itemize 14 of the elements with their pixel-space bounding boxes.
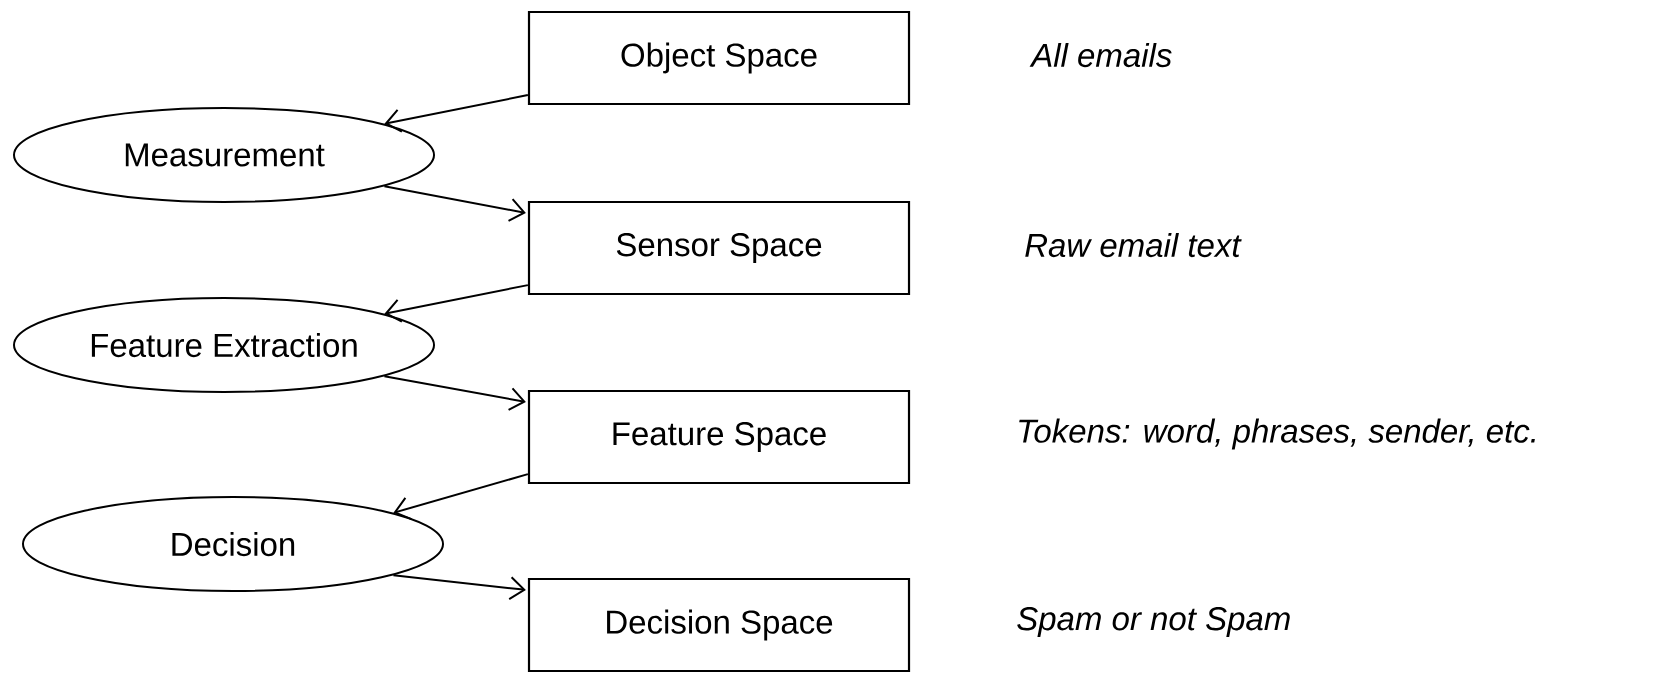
process-box: Decision Space — [527, 577, 911, 673]
annotation: Tokens: word, phrases, sender, etc. — [1019, 418, 1535, 450]
arrow — [392, 574, 526, 601]
annotation: Spam or not Spam — [1017, 607, 1290, 637]
annotation: Raw email text — [1025, 232, 1242, 258]
arrow — [384, 94, 529, 133]
process-box: Object Space — [527, 10, 911, 106]
annotation: All emails — [1029, 42, 1172, 68]
arrow — [383, 375, 526, 411]
process-box: Sensor Space — [527, 200, 911, 296]
arrow — [383, 185, 526, 222]
arrow — [384, 284, 529, 323]
arrow — [393, 473, 529, 521]
process-box: Feature Space — [527, 389, 911, 485]
